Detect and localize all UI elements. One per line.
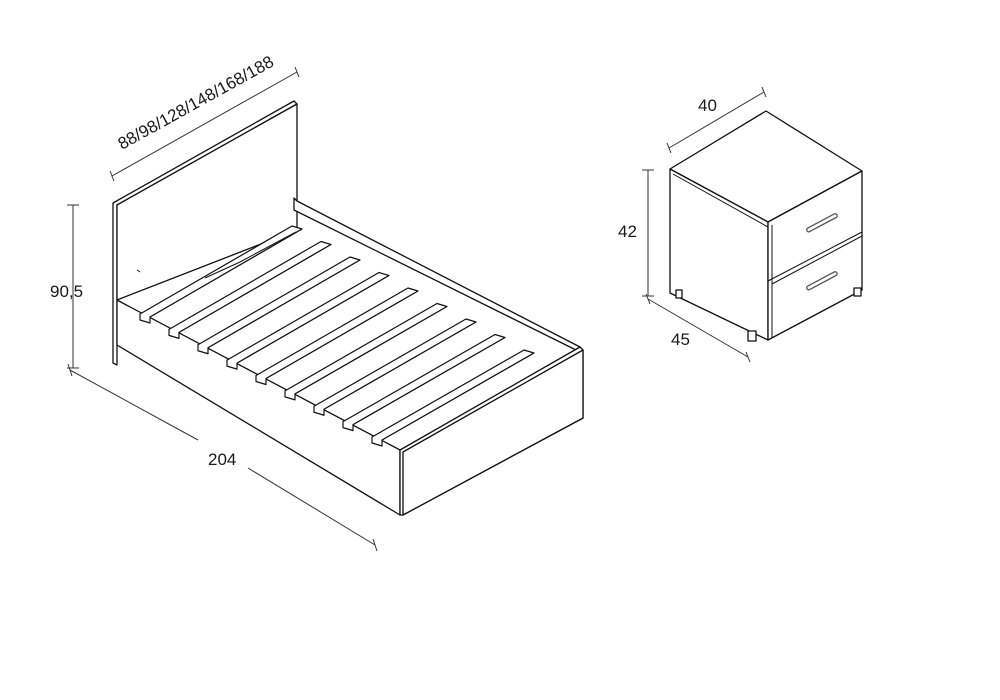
bed-corner-mark bbox=[136, 269, 141, 273]
nightstand-width-dimension-line bbox=[668, 91, 765, 149]
bed-slat-edge bbox=[323, 321, 477, 410]
nightstand-depth-dimension: 45 bbox=[645, 293, 751, 363]
nightstand-width-tick-left bbox=[666, 142, 672, 154]
nightstand-height-label: 42 bbox=[618, 222, 637, 241]
bed-slat-edge bbox=[149, 228, 303, 318]
nightstand-front bbox=[767, 170, 863, 341]
nightstand-handle-bottom bbox=[806, 271, 838, 291]
nightstand-drawer-divider-b bbox=[771, 235, 863, 285]
nightstand-width-label: 40 bbox=[698, 96, 717, 115]
bed-length-dimension: 204 bbox=[67, 363, 378, 552]
bed-length-tick-right bbox=[372, 538, 378, 552]
bed-length-tick-left bbox=[67, 363, 73, 377]
bed-center-support bbox=[204, 231, 297, 279]
bed-length-label: 204 bbox=[208, 450, 236, 469]
bed-slat-edge bbox=[265, 290, 419, 379]
bed-width-tick-right bbox=[294, 66, 300, 78]
nightstand-drawer-divider bbox=[767, 231, 863, 282]
bed-drawing bbox=[112, 100, 584, 516]
nightstand-depth-label: 45 bbox=[671, 330, 690, 349]
nightstand-depth-tick-right bbox=[745, 351, 751, 363]
nightstand-width-tick-right bbox=[761, 86, 767, 98]
nightstand-foot-back bbox=[675, 289, 683, 299]
bed-slats bbox=[139, 225, 535, 447]
bed-slat-edge bbox=[352, 337, 506, 426]
bed-slat-edge bbox=[207, 259, 361, 349]
nightstand-drawing bbox=[669, 110, 863, 342]
nightstand-depth-tick-left bbox=[645, 293, 651, 305]
bed-slat-edge bbox=[236, 275, 390, 364]
nightstand-depth-dimension-line bbox=[647, 298, 749, 358]
nightstand-width-dimension: 40 bbox=[666, 86, 767, 154]
bed-footboard-face bbox=[402, 349, 584, 516]
bed-near-side-rail bbox=[116, 299, 401, 516]
bed-height-label: 90,5 bbox=[50, 282, 83, 301]
bed-slat-edge bbox=[178, 244, 332, 333]
nightstand-foot-front-right bbox=[853, 287, 862, 297]
bed-length-dimension-line-a bbox=[69, 369, 199, 441]
bed-length-dimension-line-b bbox=[247, 467, 376, 546]
bed-width-tick-left bbox=[109, 170, 115, 182]
bed-width-dimension-line bbox=[111, 71, 298, 177]
bed-height-dimension: 90,5 bbox=[50, 204, 83, 369]
nightstand-handle-top bbox=[806, 213, 838, 233]
nightstand-height-dimension: 42 bbox=[618, 169, 654, 297]
bed-slat-edge bbox=[381, 352, 535, 441]
nightstand-foot-front-left bbox=[747, 330, 757, 342]
bed-slat-edge bbox=[294, 306, 448, 395]
